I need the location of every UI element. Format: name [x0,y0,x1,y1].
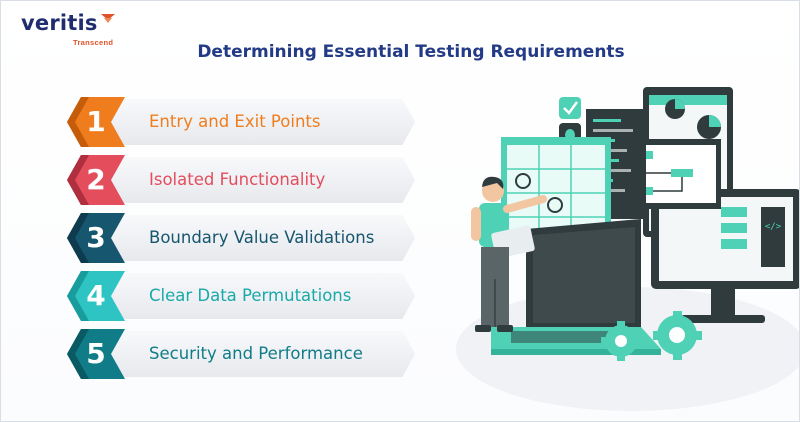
list-item: 2 Isolated Functionality [67,155,417,205]
item-label: Isolated Functionality [149,170,326,189]
item-number: 2 [86,163,106,196]
item-label: Clear Data Permutations [149,286,352,305]
page-title: Determining Essential Testing Requiremen… [1,42,799,62]
number-badge [67,271,125,321]
item-bar [101,331,415,377]
number-badge [67,155,125,205]
list-item: 4 Clear Data Permutations [67,271,417,321]
brand-logo[interactable]: veritis Transcend [21,11,131,51]
item-number: 3 [86,221,106,254]
brand-tagline: Transcend [73,38,114,47]
testing-illustration: </> [456,87,799,411]
item-label: Entry and Exit Points [149,112,321,131]
page-title-text: Determining Essential Testing Requiremen… [197,42,625,62]
item-label: Security and Performance [149,344,363,363]
gear-icon [515,173,531,189]
brand-name: veritis [21,11,98,35]
item-bar [101,99,415,145]
item-number: 1 [86,105,106,138]
list-item: 5 Security and Performance [67,329,417,379]
monitor-desktop: </> [651,189,799,323]
gear-icon [601,311,702,361]
number-badge [67,213,125,263]
check-icon [559,97,581,119]
item-bar [101,273,415,319]
item-label: Boundary Value Validations [149,228,375,247]
number-badge [67,97,125,147]
number-badge [67,329,125,379]
list-item: 3 Boundary Value Validations [67,213,417,263]
code-icon: </> [765,222,782,232]
item-number: 5 [86,337,106,370]
list-item: 1 Entry and Exit Points [67,97,417,147]
person-figure [471,176,547,332]
logo-mark-icon [101,14,115,23]
item-bar [101,157,415,203]
item-number: 4 [86,279,106,312]
item-bar [101,215,415,261]
